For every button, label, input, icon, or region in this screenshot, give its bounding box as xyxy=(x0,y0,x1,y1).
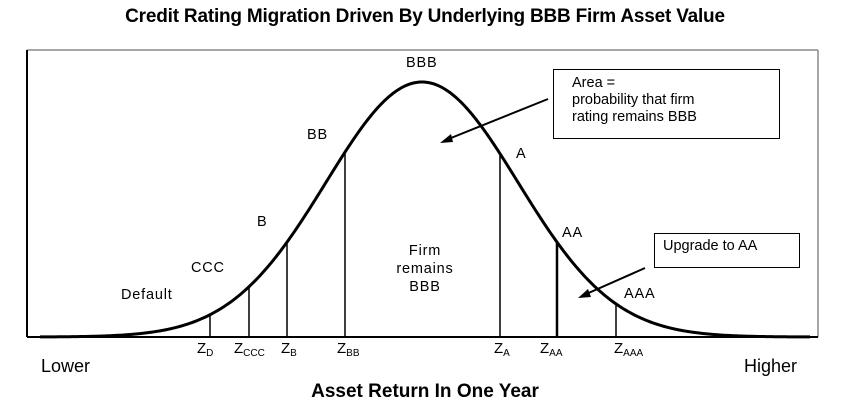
firm-remains-bbb-label: Firm remains BBB xyxy=(396,243,454,295)
arrow-upgrade-callout xyxy=(578,267,646,298)
threshold-label-zaa: ZAA xyxy=(540,340,563,359)
diagram-title: Credit Rating Migration Driven By Underl… xyxy=(125,6,725,27)
region-label-aaa: AAA xyxy=(624,286,656,302)
region-label-aa: AA xyxy=(562,225,583,241)
region-label-b: B xyxy=(257,214,268,230)
threshold-lines xyxy=(209,152,617,337)
region-label-bbb: BBB xyxy=(406,55,438,71)
axis-lower-label: Lower xyxy=(41,356,91,376)
normal-distribution-curve xyxy=(39,80,811,339)
region-label-ccc: CCC xyxy=(191,260,225,276)
threshold-label-zd: ZD xyxy=(197,340,214,359)
upgrade-to-aa-callout: Upgrade to AA xyxy=(654,233,800,268)
threshold-label-zbb: ZBB xyxy=(337,340,360,359)
area-probability-callout: Area = probability that firm rating rema… xyxy=(553,69,780,139)
region-label-default: Default xyxy=(121,287,173,303)
x-axis-label: Asset Return In One Year xyxy=(311,381,539,402)
threshold-label-zccc: ZCCC xyxy=(234,340,265,359)
axis-higher-label: Higher xyxy=(744,356,798,376)
region-label-bb: BB xyxy=(307,127,328,143)
threshold-label-zb: ZB xyxy=(281,340,297,359)
threshold-label-zaaa: ZAAA xyxy=(614,340,644,359)
arrow-area-callout xyxy=(440,98,549,143)
threshold-label-za: ZA xyxy=(494,340,510,359)
region-label-a: A xyxy=(516,146,527,162)
